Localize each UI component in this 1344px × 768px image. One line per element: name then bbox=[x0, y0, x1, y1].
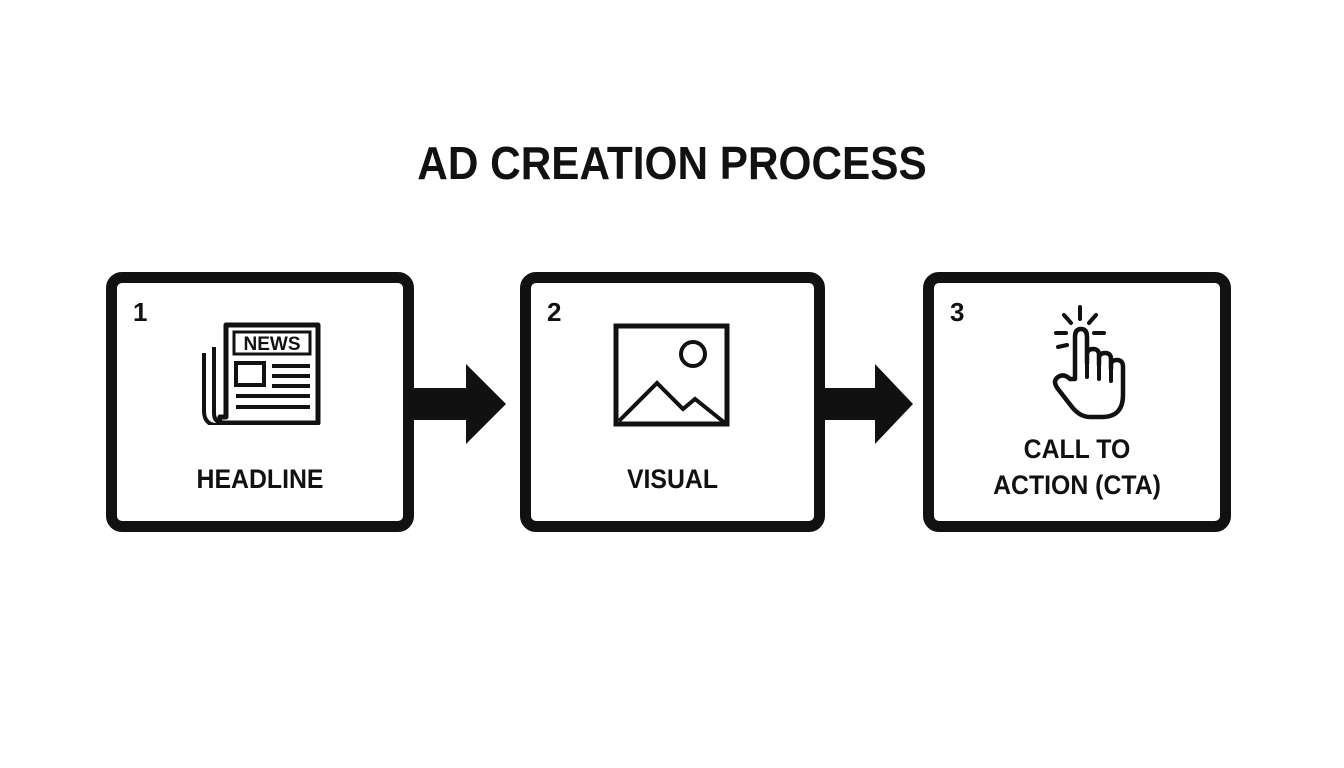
image-icon bbox=[613, 323, 730, 427]
step-number: 3 bbox=[950, 297, 965, 327]
hand-click-icon bbox=[1052, 305, 1126, 420]
step-number: 1 bbox=[133, 297, 148, 327]
step-label: HEADLINE bbox=[196, 464, 324, 494]
diagram-title: AD CREATION PROCESS bbox=[417, 137, 927, 189]
arrow-right-icon bbox=[412, 364, 506, 444]
newspaper-icon-text: NEWS bbox=[244, 334, 301, 355]
newspaper-icon: NEWS bbox=[202, 322, 321, 425]
step-box-visual: 2 VISUAL bbox=[520, 272, 825, 532]
step-label: VISUAL bbox=[626, 464, 719, 494]
step-number: 2 bbox=[547, 297, 562, 327]
step-box-call-to-action: 3 CALL TO ACTION (CTA) bbox=[923, 272, 1231, 532]
step-box-headline: 1 NEWS HEADLINE bbox=[106, 272, 414, 532]
arrow-right-icon bbox=[823, 364, 913, 444]
step-label: CALL TO ACTION (CTA) bbox=[993, 434, 1161, 500]
